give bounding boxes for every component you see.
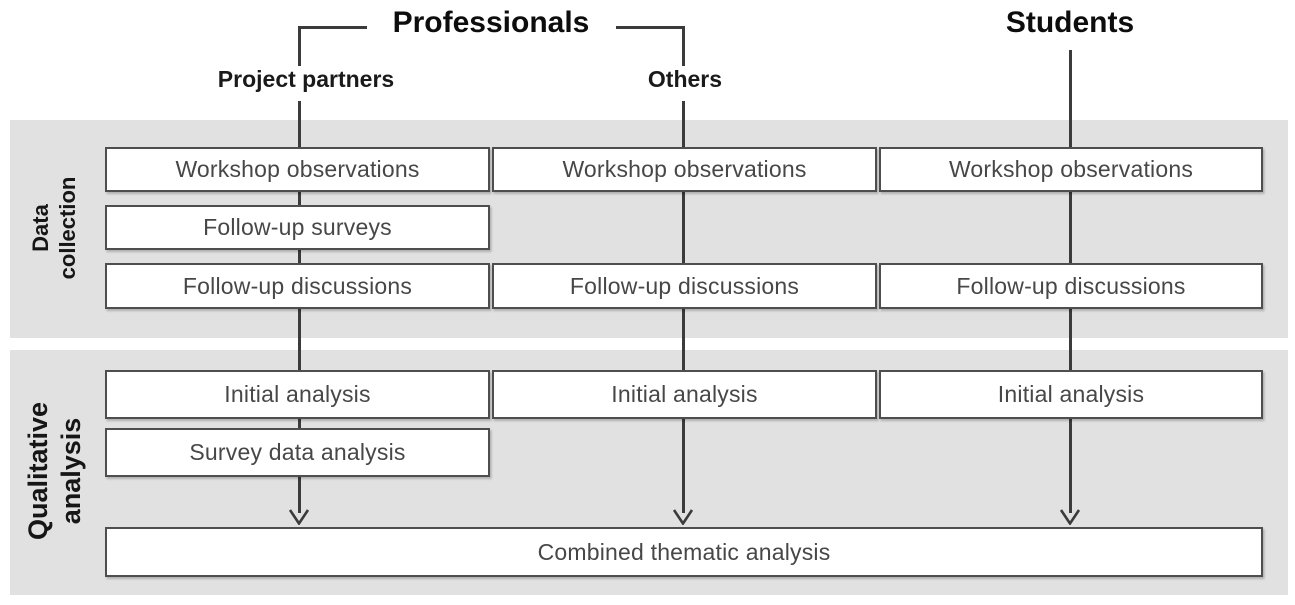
box-initial-analysis-students: Initial analysis bbox=[879, 370, 1263, 419]
box-workshop-observations-others: Workshop observations bbox=[492, 147, 877, 192]
data-collection-label-line2: collection bbox=[55, 176, 80, 280]
professionals-group-label: Professionals bbox=[392, 6, 590, 39]
box-combined-thematic-analysis: Combined thematic analysis bbox=[105, 527, 1263, 577]
box-workshop-observations-students: Workshop observations bbox=[879, 147, 1263, 192]
box-follow-up-discussions-project-partners: Follow-up discussions bbox=[105, 263, 490, 309]
data-collection-phase-label: Data collection bbox=[27, 128, 87, 328]
bracket-line-left-vertical bbox=[297, 26, 301, 66]
box-initial-analysis-others: Initial analysis bbox=[492, 370, 877, 419]
arrowhead-down-icon bbox=[1059, 509, 1081, 525]
qualitative-analysis-label-line2: analysis bbox=[56, 417, 86, 525]
data-collection-label-line1: Data bbox=[28, 204, 53, 252]
box-workshop-observations-project-partners: Workshop observations bbox=[105, 147, 490, 192]
bracket-line-left-horizontal bbox=[299, 26, 367, 29]
others-column-label: Others bbox=[647, 66, 723, 92]
bracket-line-right-horizontal bbox=[616, 26, 684, 29]
project-partners-column-label: Project partners bbox=[217, 66, 395, 92]
box-survey-data-analysis-project-partners: Survey data analysis bbox=[105, 428, 490, 477]
box-follow-up-surveys-project-partners: Follow-up surveys bbox=[105, 205, 490, 250]
box-follow-up-discussions-others: Follow-up discussions bbox=[492, 263, 877, 309]
box-follow-up-discussions-students: Follow-up discussions bbox=[879, 263, 1263, 309]
qualitative-analysis-phase-label: Qualitative analysis bbox=[22, 351, 92, 591]
arrowhead-down-icon bbox=[288, 509, 310, 525]
bracket-line-right-vertical bbox=[681, 26, 685, 66]
arrowhead-down-icon bbox=[672, 509, 694, 525]
qualitative-analysis-label-line1: Qualitative bbox=[23, 401, 53, 541]
students-group-label: Students bbox=[1005, 6, 1135, 39]
box-initial-analysis-project-partners: Initial analysis bbox=[105, 370, 490, 419]
